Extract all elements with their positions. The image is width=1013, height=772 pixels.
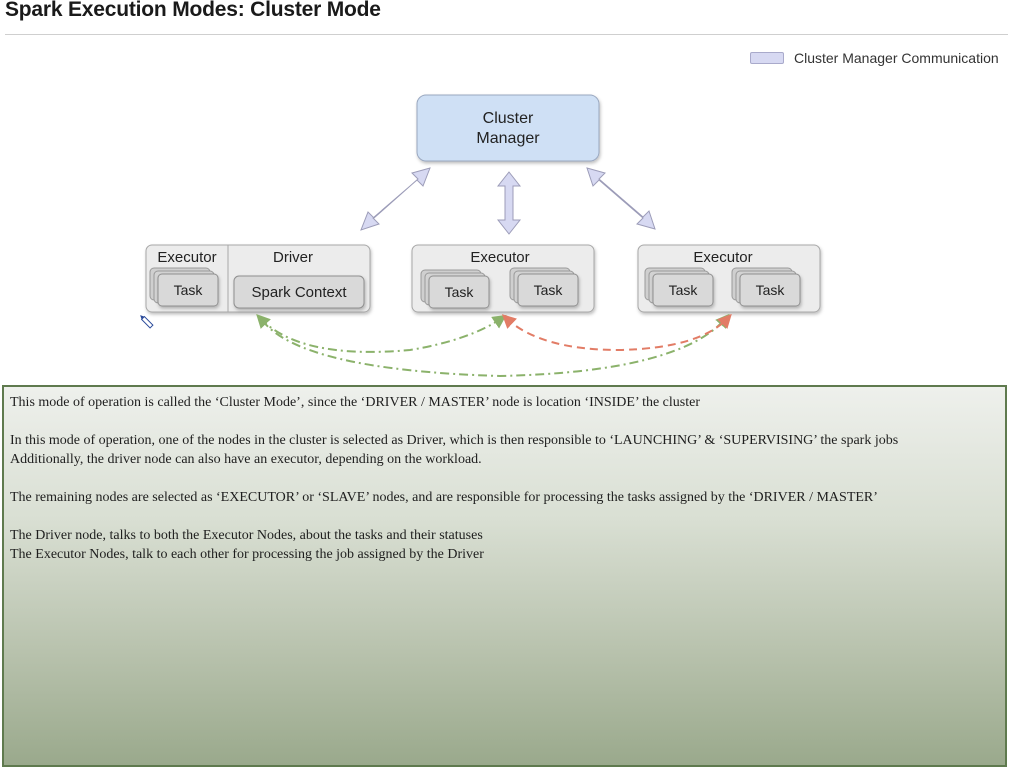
executor-1-task-2-label: Task xyxy=(534,282,564,298)
executor-2-task-2-label: Task xyxy=(756,282,786,298)
executor-1-task-1-label: Task xyxy=(445,284,475,300)
notes-line-3: In this mode of operation, one of the no… xyxy=(10,433,899,448)
driver-task-label: Task xyxy=(174,282,204,298)
driver-task-stack: Task xyxy=(149,267,219,307)
manager-link-left xyxy=(360,167,431,231)
notes-line-8: The Driver node, talks to both the Execu… xyxy=(10,528,483,543)
title-divider xyxy=(5,34,1008,35)
spark-context-label: Spark Context xyxy=(251,284,347,301)
executor-1-task-stack-2: Task xyxy=(509,267,579,307)
notes-line-1: This mode of operation is called the ‘Cl… xyxy=(10,395,700,410)
executor-1-label: Executor xyxy=(470,249,529,266)
executor-2-task-stack-1: Task xyxy=(644,267,714,307)
pencil-icon xyxy=(140,315,154,329)
notes-line-4: Additionally, the driver node can also h… xyxy=(10,452,482,467)
executor-2-label: Executor xyxy=(693,249,752,266)
driver-node-executor-label: Executor xyxy=(157,249,216,266)
legend-label: Cluster Manager Communication xyxy=(794,50,999,66)
notes-gap xyxy=(10,412,999,431)
driver-label: Driver xyxy=(273,249,313,266)
notes-gap xyxy=(10,507,999,526)
executor-node-1: Executor Task Task xyxy=(411,244,595,313)
page-title: Spark Execution Modes: Cluster Mode xyxy=(5,0,381,21)
cluster-manager-label-line2: Manager xyxy=(476,130,540,147)
cluster-manager-label-line1: Cluster xyxy=(483,110,534,127)
cluster-diagram: Cluster Manager Executor Driver Task Spa… xyxy=(140,94,821,378)
notes-gap xyxy=(10,469,999,488)
executor-to-executor-link xyxy=(501,313,732,352)
executor-1-task-stack-1: Task xyxy=(420,269,490,309)
notes-line-9: The Executor Nodes, talk to each other f… xyxy=(10,547,484,562)
executor-node-2: Executor Task Task xyxy=(637,244,821,313)
driver-to-executor-1-link xyxy=(256,313,507,353)
cluster-manager-node: Cluster Manager xyxy=(416,94,600,162)
legend-swatch xyxy=(750,52,784,64)
notes-panel: This mode of operation is called the ‘Cl… xyxy=(2,385,1007,767)
legend: Cluster Manager Communication xyxy=(750,50,999,66)
executor-2-task-stack-2: Task xyxy=(731,267,801,307)
manager-link-center xyxy=(496,171,522,235)
notes-line-6: The remaining nodes are selected as ‘EXE… xyxy=(10,490,878,505)
driver-node: Executor Driver Task Spark Context xyxy=(145,244,371,313)
spark-context: Spark Context xyxy=(233,275,365,309)
executor-2-task-1-label: Task xyxy=(669,282,699,298)
driver-to-executor-2-link xyxy=(261,313,730,378)
manager-link-right xyxy=(586,167,656,230)
